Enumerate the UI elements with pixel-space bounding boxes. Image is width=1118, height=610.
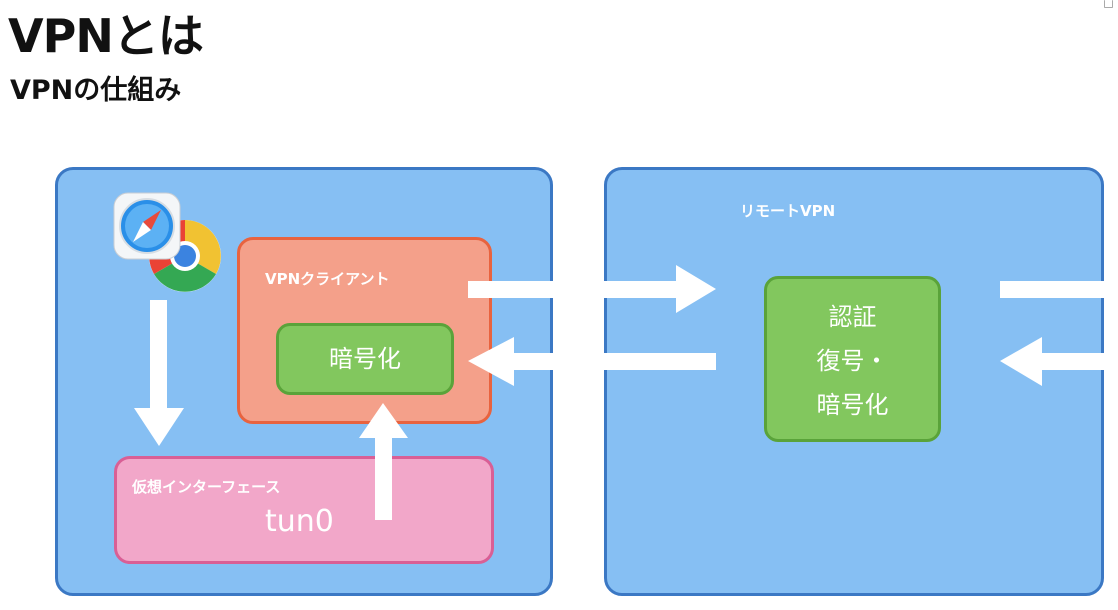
vpn-client-label: VPNクライアント [265, 270, 390, 288]
auth-line-1: 認証 [828, 303, 877, 331]
arrow-browser-to-interface [134, 300, 184, 446]
arrow-client-to-remote [468, 265, 716, 313]
corner-mark-icon [1104, 0, 1113, 8]
auth-decrypt-box: 認証 復号・ 暗号化 [764, 276, 941, 442]
arrow-remote-outgoing [1000, 281, 1118, 298]
slide-title: VPNとは [8, 9, 204, 63]
remote-vpn-label: リモートVPN [740, 202, 836, 220]
virtual-interface-label: 仮想インターフェース [132, 478, 281, 496]
arrow-interface-to-encrypt [359, 403, 408, 520]
auth-line-2: 復号・ [816, 347, 889, 375]
arrow-remote-to-client [468, 337, 716, 386]
encrypt-box: 暗号化 [276, 323, 454, 395]
arrow-remote-incoming [1000, 337, 1118, 386]
auth-line-3: 暗号化 [816, 391, 889, 419]
virtual-interface-box [114, 456, 494, 564]
slide-subtitle: VPNの仕組み [10, 75, 182, 106]
safari-icon [113, 192, 181, 260]
tun0-label: tun0 [265, 504, 334, 539]
browser-icons [113, 192, 221, 292]
encrypt-label: 暗号化 [329, 345, 401, 373]
